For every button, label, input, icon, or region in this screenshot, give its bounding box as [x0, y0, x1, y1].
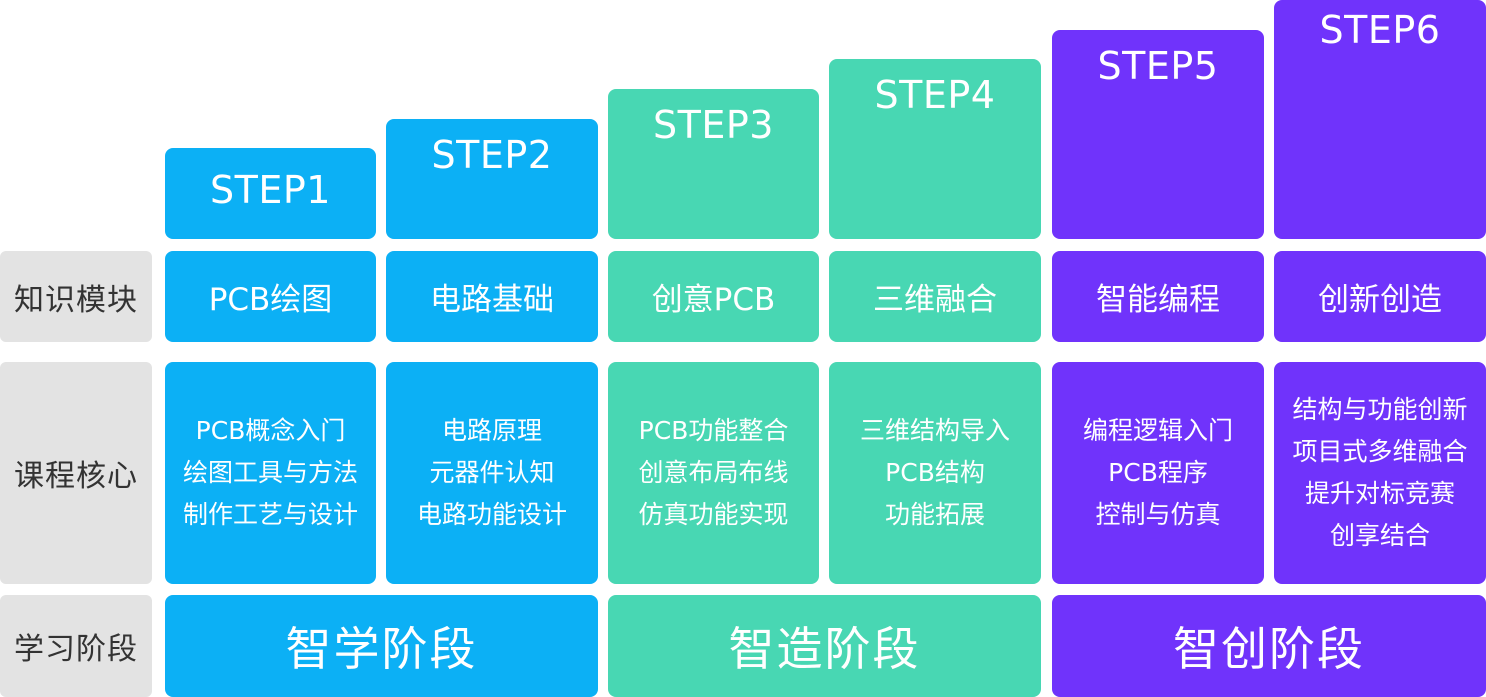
core-item: 三维结构导入 — [859, 416, 1010, 445]
core-item: PCB结构 — [885, 458, 985, 487]
step-4-header: STEP4 — [829, 59, 1041, 239]
core-item: 功能拓展 — [884, 500, 985, 529]
core-item: 创享结合 — [1329, 521, 1430, 550]
row-label-knowledge-module: 知识模块 — [0, 251, 152, 342]
core-item: 创意布局布线 — [638, 458, 789, 487]
core-step-5: 编程逻辑入门 PCB程序 控制与仿真 — [1052, 362, 1264, 584]
core-item: PCB功能整合 — [638, 416, 789, 445]
core-item: 制作工艺与设计 — [182, 500, 358, 529]
core-item: 结构与功能创新 — [1292, 395, 1468, 424]
core-item: 电路功能设计 — [416, 500, 567, 529]
core-item: 绘图工具与方法 — [182, 458, 358, 487]
core-item: 控制与仿真 — [1095, 500, 1221, 529]
step-2-header: STEP2 — [386, 119, 598, 239]
core-item: 元器件认知 — [429, 458, 555, 487]
module-step-4: 三维融合 — [829, 251, 1041, 342]
step-3-header: STEP3 — [608, 89, 819, 239]
core-item: 项目式多维融合 — [1292, 437, 1468, 466]
stage-smart-creation: 智创阶段 — [1052, 595, 1486, 697]
stage-smart-learning: 智学阶段 — [165, 595, 598, 697]
step-5-header: STEP5 — [1052, 30, 1264, 239]
core-step-6: 结构与功能创新 项目式多维融合 提升对标竞赛 创享结合 — [1274, 362, 1486, 584]
core-item: PCB程序 — [1108, 458, 1208, 487]
module-step-2: 电路基础 — [386, 251, 598, 342]
core-item: 仿真功能实现 — [638, 500, 789, 529]
core-step-3: PCB功能整合 创意布局布线 仿真功能实现 — [608, 362, 819, 584]
core-step-1: PCB概念入门 绘图工具与方法 制作工艺与设计 — [165, 362, 376, 584]
core-item: PCB概念入门 — [195, 416, 346, 445]
core-item: 电路原理 — [441, 416, 542, 445]
stage-smart-making: 智造阶段 — [608, 595, 1041, 697]
module-step-3: 创意PCB — [608, 251, 819, 342]
core-step-4: 三维结构导入 PCB结构 功能拓展 — [829, 362, 1041, 584]
module-step-5: 智能编程 — [1052, 251, 1264, 342]
core-item: 编程逻辑入门 — [1082, 416, 1233, 445]
step-6-header: STEP6 — [1274, 0, 1486, 239]
core-step-2: 电路原理 元器件认知 电路功能设计 — [386, 362, 598, 584]
step-1-header: STEP1 — [165, 148, 376, 239]
row-label-learning-stage: 学习阶段 — [0, 595, 152, 697]
row-label-course-core: 课程核心 — [0, 362, 152, 584]
module-step-6: 创新创造 — [1274, 251, 1486, 342]
core-item: 提升对标竞赛 — [1304, 479, 1455, 508]
module-step-1: PCB绘图 — [165, 251, 376, 342]
